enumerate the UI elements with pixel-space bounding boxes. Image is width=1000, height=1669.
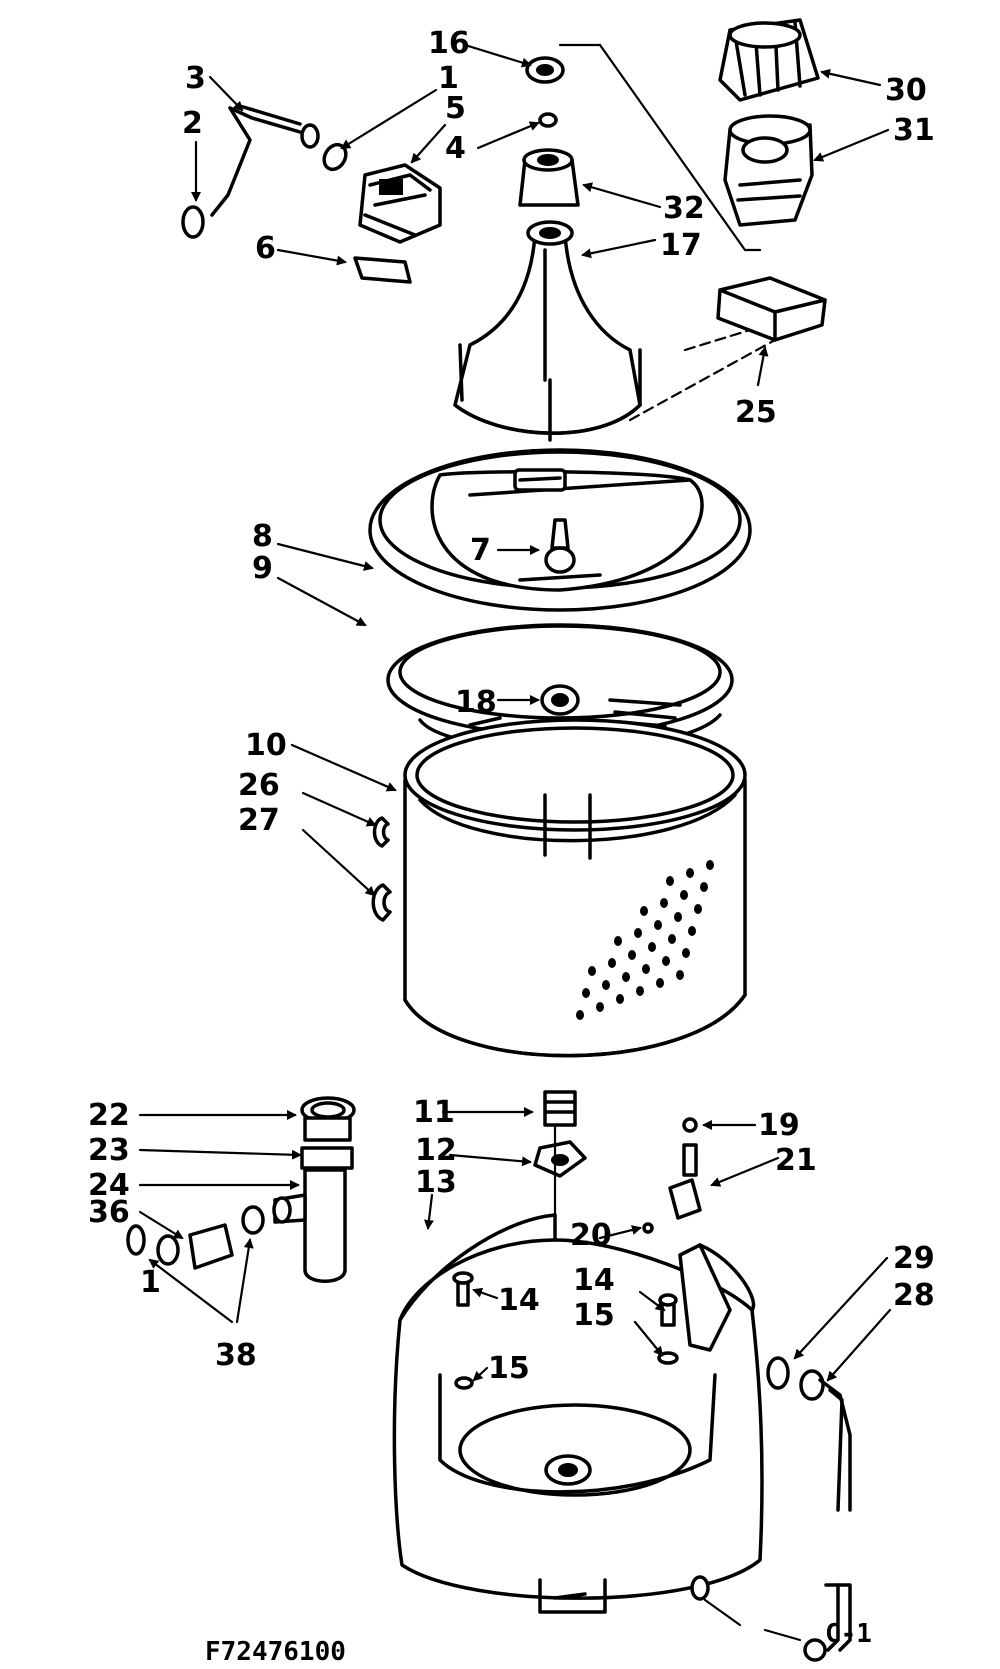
spin-basket: [403, 718, 747, 1058]
switch-bracket: [353, 256, 412, 284]
perforation-dot: [608, 958, 616, 968]
label-28: 28: [893, 1278, 935, 1313]
outer-tub: [392, 1213, 764, 1614]
perforation-dot: [688, 926, 696, 936]
label-30: 30: [885, 73, 927, 108]
perforation-dot: [694, 904, 702, 914]
perforation-dot: [622, 972, 630, 982]
leader-lines: [138, 43, 892, 1382]
perforation-dot: [676, 970, 684, 980]
perforation-dot: [628, 950, 636, 960]
label-31: 31: [893, 113, 935, 148]
label-7: 7: [470, 533, 491, 568]
drain-hose-pieces: [126, 1205, 265, 1270]
lint-filter: [628, 276, 827, 422]
label-24: 24: [88, 1168, 130, 1203]
dispenser-base: [723, 114, 814, 227]
label-5: 5: [445, 91, 466, 126]
label-25: 25: [735, 395, 777, 430]
label-36: 36: [88, 1195, 130, 1230]
basket-clips: [371, 816, 392, 922]
agitator-sleeve: [518, 148, 580, 207]
perforation-dot: [656, 978, 664, 988]
figure-code: F72476100: [205, 1637, 346, 1667]
perforation-dot: [648, 942, 656, 952]
perforation-dot: [642, 964, 650, 974]
label-20: 20: [570, 1218, 612, 1253]
page-label: C-1: [825, 1619, 872, 1649]
bracket-leader: [558, 43, 762, 252]
label-1b: 1: [140, 1265, 161, 1300]
drive-coupling: [543, 1090, 577, 1127]
label-2: 2: [182, 106, 203, 141]
label-13: 13: [415, 1165, 457, 1200]
perforation-dot: [680, 890, 688, 900]
label-29: 29: [893, 1241, 935, 1276]
fabric-softener-dispenser: [718, 18, 820, 102]
label-15b: 15: [573, 1298, 615, 1333]
perforation-dot: [614, 936, 622, 946]
drain-pump: [272, 1096, 356, 1283]
perforation-dot: [668, 934, 676, 944]
tub-ring: [386, 623, 734, 752]
perforation-dot: [588, 966, 596, 976]
perforation-dot: [576, 1010, 584, 1020]
label-10: 10: [245, 728, 287, 763]
label-22: 22: [88, 1098, 130, 1133]
tub-hose: [690, 1356, 852, 1662]
label-18: 18: [455, 685, 497, 720]
label-12: 12: [415, 1133, 457, 1168]
part-number-labels: 1 2 3 4 5 6 7 8 9 10 11 12 13 14 14 15 1…: [88, 26, 935, 1386]
perforation-dot: [636, 986, 644, 996]
label-11: 11: [413, 1095, 455, 1130]
fill-hose-assembly: [181, 104, 320, 239]
label-26: 26: [238, 768, 280, 803]
drain-fitting: [642, 1117, 702, 1234]
perforation-dot: [616, 994, 624, 1004]
label-23: 23: [88, 1133, 130, 1168]
perforation-dot: [686, 868, 694, 878]
pivot-post: [518, 518, 602, 582]
perforation-dot: [634, 928, 642, 938]
label-14a: 14: [498, 1283, 540, 1318]
label-1: 1: [438, 61, 459, 96]
perforation-dot: [654, 920, 662, 930]
label-16: 16: [428, 26, 470, 61]
label-3: 3: [185, 61, 206, 96]
label-8: 8: [252, 519, 273, 554]
label-27: 27: [238, 803, 280, 838]
water-level-switch: [358, 163, 442, 244]
label-38: 38: [215, 1338, 257, 1373]
perforation-dot: [582, 988, 590, 998]
perforation-dot: [682, 948, 690, 958]
perforation-dot: [666, 876, 674, 886]
agitator-cap: [525, 56, 565, 84]
label-14b: 14: [573, 1263, 615, 1298]
label-19: 19: [758, 1108, 800, 1143]
label-17: 17: [660, 228, 702, 263]
label-32: 32: [663, 191, 705, 226]
label-6: 6: [255, 231, 276, 266]
label-21: 21: [775, 1143, 817, 1178]
label-9: 9: [252, 551, 273, 586]
perforation-dot: [640, 906, 648, 916]
agitator: [453, 220, 642, 442]
perforation-dot: [602, 980, 610, 990]
perforation-dot: [660, 898, 668, 908]
perforation-dot: [596, 1002, 604, 1012]
washer-small: [538, 112, 558, 128]
basket-perforations: [576, 860, 714, 1020]
seal-nut: [533, 1140, 587, 1178]
tub-screws: [452, 1271, 679, 1390]
perforation-dot: [700, 882, 708, 892]
label-4: 4: [445, 131, 466, 166]
perforation-dot: [662, 956, 670, 966]
perforation-dot: [706, 860, 714, 870]
perforation-dot: [674, 912, 682, 922]
label-15a: 15: [488, 1351, 530, 1386]
